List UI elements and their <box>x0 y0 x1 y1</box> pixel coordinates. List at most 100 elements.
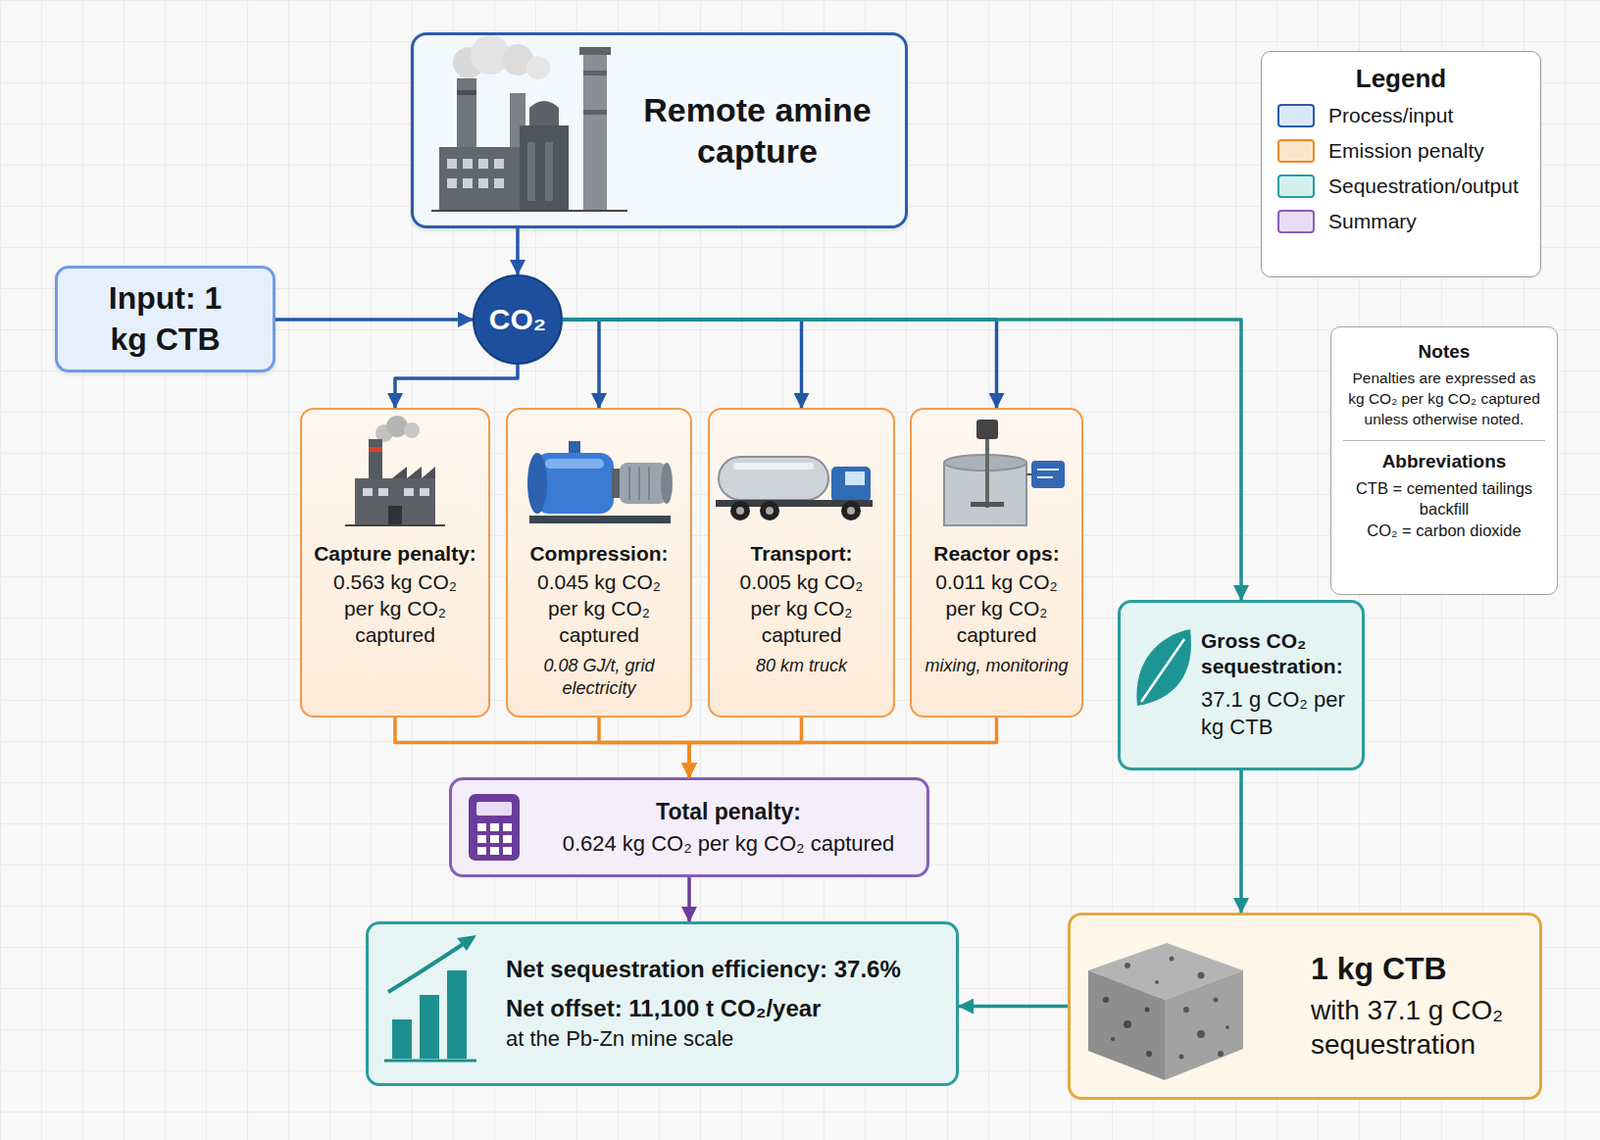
concrete-cube-icon-part <box>1179 1054 1185 1060</box>
tanker-truck-icon <box>715 456 873 521</box>
capture-plant-icon-part <box>375 424 394 443</box>
factory-illustration-part <box>478 178 489 189</box>
factory-illustration-part <box>470 35 510 75</box>
flow-arrow <box>395 364 518 408</box>
node-heading: Remote amine capture <box>629 89 886 173</box>
reactor-icon-part <box>985 439 990 508</box>
sequestration-box: Gross CO₂ sequestration:37.1 g CO₂ per k… <box>1117 600 1365 771</box>
capture-plant-icon <box>345 415 446 526</box>
compressor-icon-part <box>568 441 581 455</box>
legend-row: Emission penalty <box>1277 139 1525 163</box>
factory-illustration-part <box>456 78 477 157</box>
concrete-cube-icon-part <box>1213 998 1219 1003</box>
factory-illustration-part <box>478 158 489 169</box>
node-heading: Notes <box>1418 341 1471 363</box>
penalty-box: Reactor ops:0.011 kg CO₂ per kg CO₂ capt… <box>909 407 1084 718</box>
legend-label: Summary <box>1328 209 1417 234</box>
tanker-truck-icon-part <box>736 506 745 515</box>
concrete-cube-icon-part <box>1123 1020 1132 1029</box>
penalty-box: Capture penalty: 0.563 kg CO₂ per kg CO₂ … <box>300 407 491 718</box>
factory-illustration-part <box>545 142 553 201</box>
concrete-cube-icon-part <box>1183 1006 1190 1013</box>
factory-illustration-part <box>456 90 477 96</box>
capture-plant-icon-part <box>388 505 402 526</box>
capture-plant-icon-part <box>392 466 436 479</box>
factory-illustration-part <box>579 47 611 55</box>
legend-swatch <box>1277 209 1315 234</box>
legend-box: LegendProcess/inputEmission penaltySeque… <box>1260 50 1542 278</box>
flow-arrow <box>1239 770 1244 913</box>
growth-chart-icon <box>384 935 477 1061</box>
calculator-icon-part <box>502 847 512 855</box>
compressor-icon-part <box>527 452 548 514</box>
tanker-truck-icon-part <box>847 506 855 515</box>
compressor-icon-part <box>648 466 650 500</box>
tanker-truck-icon-part <box>715 500 873 507</box>
concrete-cube-icon-part <box>1225 1025 1230 1030</box>
factory-illustration-part <box>583 109 607 115</box>
capture-plant-icon-part <box>386 415 408 438</box>
flow-arrow <box>275 317 473 322</box>
growth-chart-icon-part <box>384 1059 477 1063</box>
capture-plant-icon-part <box>354 478 436 526</box>
circle-shape <box>473 275 562 364</box>
node-text: 0.011 kg CO₂ per kg CO₂ captured <box>923 569 1071 650</box>
node-text: 0.045 kg CO₂ per kg CO₂ captured <box>525 569 673 650</box>
node-heading: Total penalty: <box>655 799 801 826</box>
calculator-icon-part <box>490 847 500 855</box>
capture-plant-icon-part <box>368 439 383 481</box>
concrete-cube-icon-part <box>1146 1050 1152 1057</box>
capture-plant-icon-part <box>403 422 420 439</box>
flow-arrow <box>687 877 692 922</box>
factory-illustration-part <box>526 55 550 80</box>
calculator-icon-part <box>476 801 512 816</box>
concrete-cube-icon-part <box>1164 970 1244 1081</box>
concrete-cube-icon-part <box>1088 970 1165 1081</box>
compressor-icon-part <box>529 515 671 524</box>
calculator-icon <box>468 794 520 861</box>
summary-box: Total penalty:0.624 kg CO₂ per kg CO₂ ca… <box>449 777 930 878</box>
flow-arrow <box>958 1004 1068 1009</box>
calculator-icon-part <box>490 823 500 832</box>
node-text: 80 km truck <box>755 654 848 678</box>
concrete-cube-icon-part <box>1197 1030 1205 1039</box>
factory-illustration-part <box>494 178 504 189</box>
tanker-truck-icon-part <box>733 462 814 470</box>
leaf-icon-part <box>1141 639 1185 702</box>
node-text: CTB = cemented tailings backfill <box>1343 478 1546 521</box>
factory-illustration-part <box>462 178 473 189</box>
calculator-icon-part <box>477 847 487 855</box>
concrete-cube-icon <box>1088 943 1244 1081</box>
tanker-truck-icon-part <box>841 500 861 521</box>
legend-title: Legend <box>1277 63 1525 95</box>
node-text: 0.563 kg CO₂ per kg CO₂ captured <box>321 569 469 650</box>
factory-illustration-part <box>447 158 457 169</box>
tanker-truck-icon-part <box>730 500 750 521</box>
flow-arrow <box>689 717 802 778</box>
node-heading: Gross CO₂ sequestration: <box>1200 628 1354 681</box>
concrete-cube-icon-part <box>1124 962 1131 969</box>
node-heading: Input: 1 kg CTB <box>92 278 240 360</box>
concrete-cube-icon-part <box>1102 997 1109 1003</box>
concrete-cube-icon-part <box>1145 1007 1150 1013</box>
flow-arrow <box>515 228 520 275</box>
concrete-cube-icon-part <box>1198 972 1205 980</box>
concrete-cube-icon-part <box>1088 943 1244 1000</box>
factory-illustration-part <box>494 158 504 169</box>
calculator-icon-part <box>468 794 520 861</box>
tanker-truck-icon-part <box>765 506 774 515</box>
concrete-cube-icon-part <box>1217 1050 1224 1057</box>
reactor-icon-part <box>1037 468 1059 471</box>
divider-line <box>1343 440 1546 442</box>
reactor-icon <box>944 419 1065 526</box>
tanker-truck-icon-part <box>759 500 780 521</box>
flow-arrow <box>689 717 998 778</box>
node-heading: Capture penalty: <box>313 542 477 566</box>
growth-chart-icon-part <box>388 943 465 993</box>
penalty-box: Compression:0.045 kg CO₂ per kg CO₂ capt… <box>505 407 693 718</box>
node-text: Net offset: 11,100 t CO₂/year <box>505 995 821 1023</box>
flow-arrow <box>562 319 802 408</box>
factory-illustration-part <box>583 70 607 76</box>
factory-illustration-part <box>452 47 485 79</box>
tanker-truck-icon-part <box>831 466 871 502</box>
